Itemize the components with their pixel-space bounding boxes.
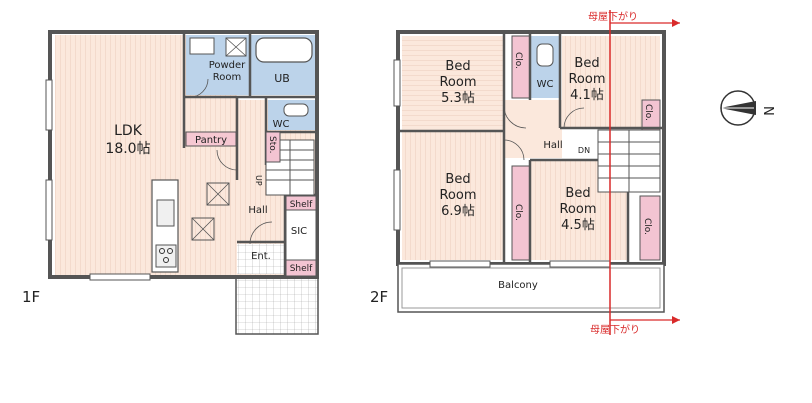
burner-icon [163, 257, 169, 263]
powder-room-label-1: Powder [209, 60, 246, 71]
window [393, 169, 401, 231]
floor1-label: 1F [22, 288, 40, 306]
closet-3-label: Clo. [513, 204, 523, 221]
window [45, 79, 53, 131]
powder-room-label-2: Room [213, 72, 241, 83]
floor-1: LDK 18.0帖 Powder Room UB WC Pantry Sto. … [22, 30, 319, 335]
shelf-bottom-label: Shelf [290, 264, 313, 274]
arrow-right-icon [672, 316, 680, 324]
up-label: UP [254, 175, 263, 186]
door-swing [189, 78, 209, 98]
door-swing [503, 105, 527, 129]
ldk-label: LDK [114, 123, 143, 139]
hall1-label: Hall [248, 205, 267, 216]
window [549, 260, 611, 268]
bed2-size: 4.1帖 [570, 88, 604, 103]
sic-box [285, 209, 317, 261]
door-swing [249, 221, 273, 245]
north-label: N [760, 106, 775, 116]
closet-4 [639, 195, 661, 261]
floor-2: 母屋下がり 母屋下がり Bed Room 5.3帖 Bed Room 4.1帖 … [370, 10, 680, 336]
wc1-label: WC [273, 119, 290, 130]
storage-box [265, 131, 281, 163]
closet-2-label: Clo. [643, 104, 653, 121]
floor2-label: 2F [370, 288, 388, 306]
floor-hatch-2 [191, 217, 215, 241]
storage-label: Sto. [267, 136, 277, 153]
window [393, 59, 401, 107]
shelf-bottom-box [285, 259, 317, 277]
bed1-size: 5.3帖 [441, 91, 475, 106]
window [89, 273, 151, 281]
hall2-label: Hall [543, 140, 562, 151]
floor2-inner-walls [398, 32, 664, 264]
roof-note-bottom: 母屋下がり [590, 323, 640, 336]
kitchen-sink [156, 199, 175, 227]
entrance-label: Ent. [251, 251, 271, 262]
door-swing [216, 149, 238, 171]
ub-label: UB [274, 72, 290, 85]
bed3-label-1: Bed [445, 172, 470, 187]
door-swing [503, 139, 525, 161]
floor2-stairs [597, 129, 661, 193]
shelf-top-label: Shelf [290, 200, 313, 210]
floor-hatch-1 [206, 182, 230, 206]
bed2-label-2: Room [568, 72, 605, 87]
balcony-inner [401, 267, 661, 309]
door-swing [563, 107, 585, 129]
bed4-size: 4.5帖 [561, 218, 595, 233]
toilet-icon [536, 43, 554, 67]
window [45, 179, 53, 241]
sic-label: SIC [291, 226, 307, 237]
pantry-label: Pantry [195, 135, 227, 146]
bed2-label-1: Bed [574, 56, 599, 71]
closet-1-label: Clo. [513, 52, 523, 69]
burner-icon [167, 248, 173, 254]
porch [235, 275, 319, 335]
toilet-icon [283, 103, 309, 117]
bathtub [255, 37, 313, 63]
roof-note-top: 母屋下がり [588, 10, 638, 23]
entrance-floor [237, 244, 285, 274]
bed4-label-1: Bed [565, 186, 590, 201]
burner-icon [159, 248, 165, 254]
dn-label: DN [578, 146, 590, 155]
ldk-size: 18.0帖 [105, 141, 150, 157]
balcony-label: Balcony [498, 280, 538, 291]
wash-basin [189, 37, 215, 55]
north-arrow-icon: N [720, 90, 775, 126]
bed3-size: 6.9帖 [441, 204, 475, 219]
closet-4-label: Clo. [642, 218, 652, 235]
bed3-label-2: Room [439, 188, 476, 203]
balcony [397, 263, 665, 313]
hall2-floor [504, 100, 562, 158]
arrow-right-icon [672, 19, 680, 27]
bedroom-6-9-floor [402, 132, 504, 260]
bed1-label-1: Bed [445, 59, 470, 74]
kitchen-stove [155, 244, 177, 268]
bedroom-5-3-floor [402, 36, 504, 130]
wc2-label: WC [537, 79, 554, 90]
bed4-label-2: Room [559, 202, 596, 217]
window [429, 260, 491, 268]
bed1-label-2: Room [439, 75, 476, 90]
